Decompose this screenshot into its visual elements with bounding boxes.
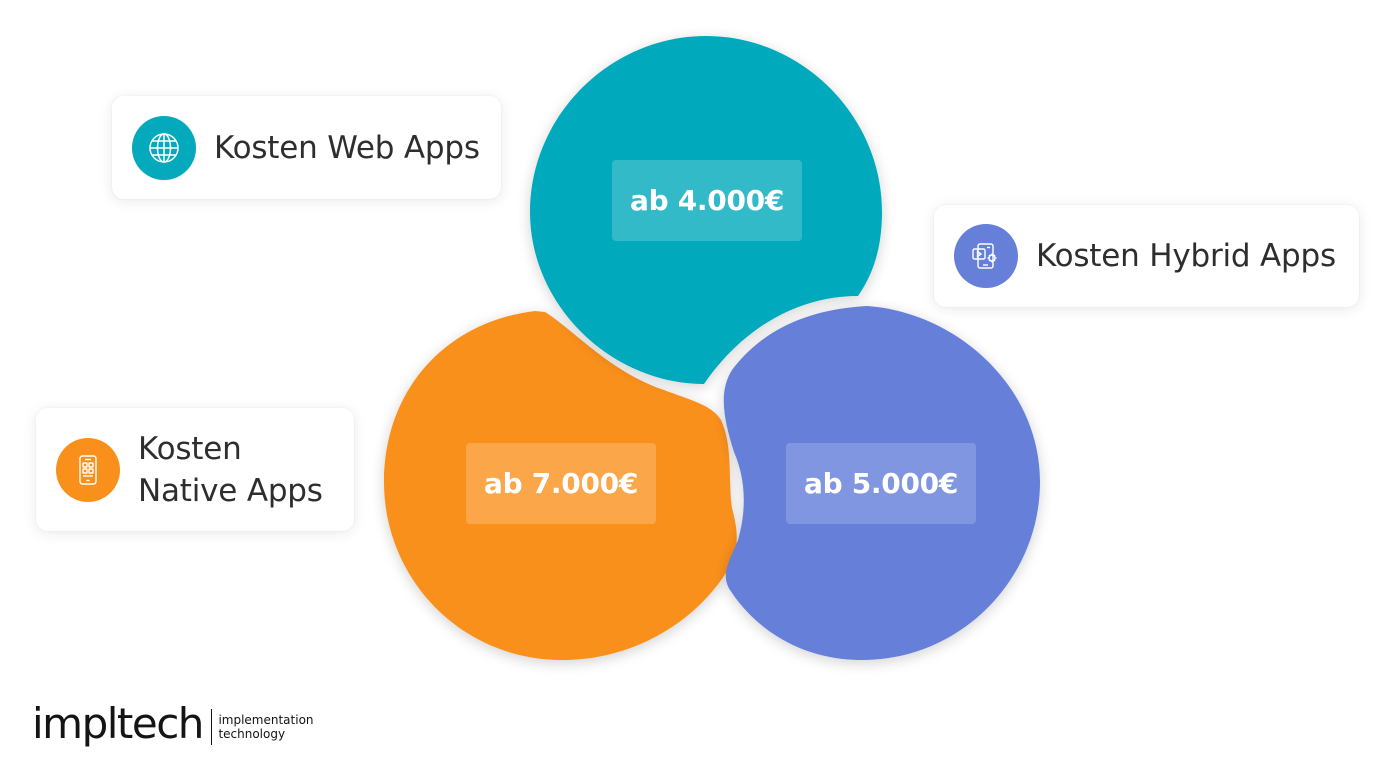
native-apps-label: Kosten Native Apps (138, 428, 323, 512)
hybrid-apps-label: Kosten Hybrid Apps (1036, 238, 1336, 274)
smartphone-icon (56, 437, 120, 502)
impltech-logo: impltech implementation technology (32, 700, 314, 748)
web-apps-price: ab 4.000€ (612, 160, 802, 241)
native-apps-blob (383, 311, 737, 660)
hybrid-apps-label-card: Kosten Hybrid Apps (934, 205, 1359, 307)
logo-tagline: implementation technology (218, 713, 313, 741)
hybrid-app-icon (954, 224, 1018, 288)
logo-tagline-line1: implementation (218, 713, 314, 727)
web-apps-blob (530, 36, 882, 384)
native-apps-label-line2: Native Apps (138, 472, 323, 509)
web-apps-label: Kosten Web Apps (214, 129, 480, 166)
hybrid-apps-blob (723, 306, 1040, 660)
native-apps-label-line1: Kosten (138, 430, 242, 467)
logo-tagline-line2: technology (218, 727, 286, 741)
hybrid-apps-price: ab 5.000€ (786, 443, 976, 524)
native-apps-price: ab 7.000€ (466, 443, 656, 524)
logo-divider (210, 709, 213, 745)
globe-icon (132, 115, 196, 180)
logo-wordmark: impltech (32, 699, 204, 748)
web-apps-label-card: Kosten Web Apps (112, 96, 501, 199)
native-apps-label-card: Kosten Native Apps (36, 408, 354, 531)
